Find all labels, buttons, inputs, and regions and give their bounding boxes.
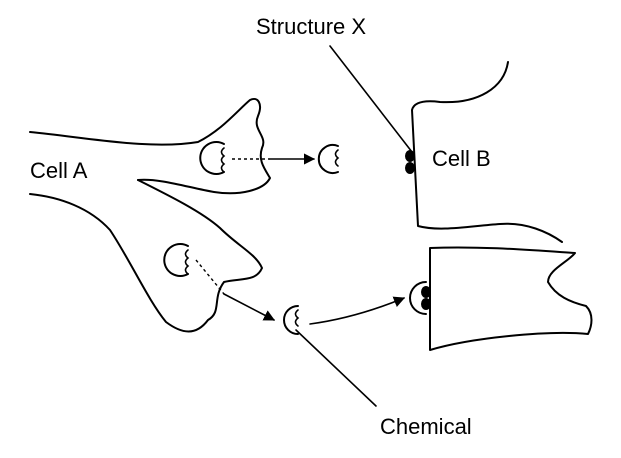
arrow-lower-diagonal <box>223 293 275 321</box>
cell-a-outline <box>29 98 271 333</box>
chemical-bound-receptor <box>409 281 431 315</box>
label-structure-x: Structure X <box>256 14 366 39</box>
arrow-lower-curve <box>309 296 406 325</box>
vesicle-cell-a-upper <box>199 141 226 175</box>
cell-b-outline <box>411 61 563 243</box>
chemical-released-lower <box>283 305 300 335</box>
chemical-released-upper <box>317 144 340 174</box>
receptor-cell-b <box>405 150 415 174</box>
target-cell-outline <box>428 246 593 351</box>
label-chemical: Chemical <box>380 414 472 439</box>
pointer-chemical <box>295 329 377 407</box>
pointer-structure-x <box>329 45 413 153</box>
label-cell-a: Cell A <box>30 158 88 183</box>
dashed-path-lower <box>195 259 225 295</box>
label-cell-b: Cell B <box>432 146 491 171</box>
vesicle-cell-a-lower <box>163 243 190 277</box>
